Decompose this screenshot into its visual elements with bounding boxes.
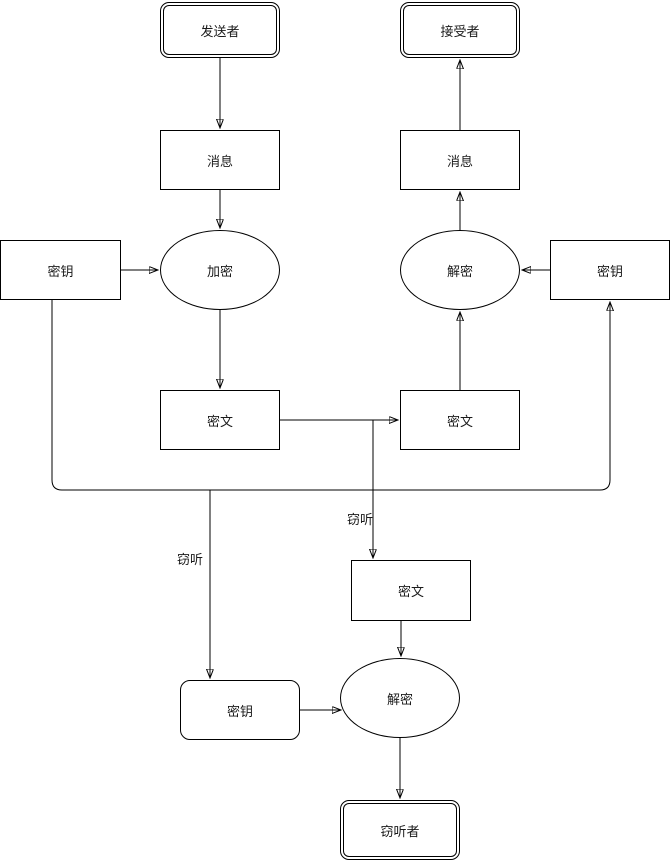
- node-ciphertext-right: 密文: [400, 390, 520, 450]
- node-eavesdropper-label: 窃听者: [380, 823, 420, 839]
- node-key-left: 密钥: [0, 240, 121, 300]
- node-decrypt-eavesdropper: 解密: [340, 658, 460, 738]
- node-ciphertext-left: 密文: [160, 390, 280, 450]
- node-message-left-label: 消息: [206, 153, 233, 169]
- node-decrypt-eavesdropper-label: 解密: [386, 691, 413, 707]
- node-message-left: 消息: [160, 130, 280, 190]
- edge-label-eavesdrop-key: 窃听: [177, 552, 204, 567]
- node-sender-label: 发送者: [200, 23, 240, 39]
- node-message-right-label: 消息: [446, 153, 473, 169]
- node-key-right-label: 密钥: [596, 263, 623, 279]
- node-key-eavesdropped-label: 密钥: [226, 703, 253, 719]
- node-encrypt-label: 加密: [206, 263, 233, 279]
- node-decrypt: 解密: [400, 230, 520, 310]
- node-key-eavesdropped: 密钥: [180, 680, 300, 740]
- node-encrypt: 加密: [160, 230, 280, 310]
- edge-key-transfer: [51, 300, 610, 491]
- node-ciphertext-right-label: 密文: [446, 413, 473, 429]
- node-sender: 发送者: [160, 2, 280, 58]
- node-key-right: 密钥: [550, 240, 670, 300]
- node-decrypt-label: 解密: [446, 263, 473, 279]
- node-receiver-label: 接受者: [440, 23, 480, 39]
- node-message-right: 消息: [400, 130, 520, 190]
- node-ciphertext-eavesdropped: 密文: [351, 560, 471, 621]
- node-ciphertext-eavesdropped-label: 密文: [397, 584, 424, 599]
- node-ciphertext-left-label: 密文: [206, 413, 233, 429]
- edge-label-eavesdrop-ciphertext: 窃听: [347, 512, 374, 527]
- node-receiver: 接受者: [400, 2, 520, 58]
- node-key-left-label: 密钥: [47, 263, 74, 279]
- node-eavesdropper: 窃听者: [340, 800, 460, 860]
